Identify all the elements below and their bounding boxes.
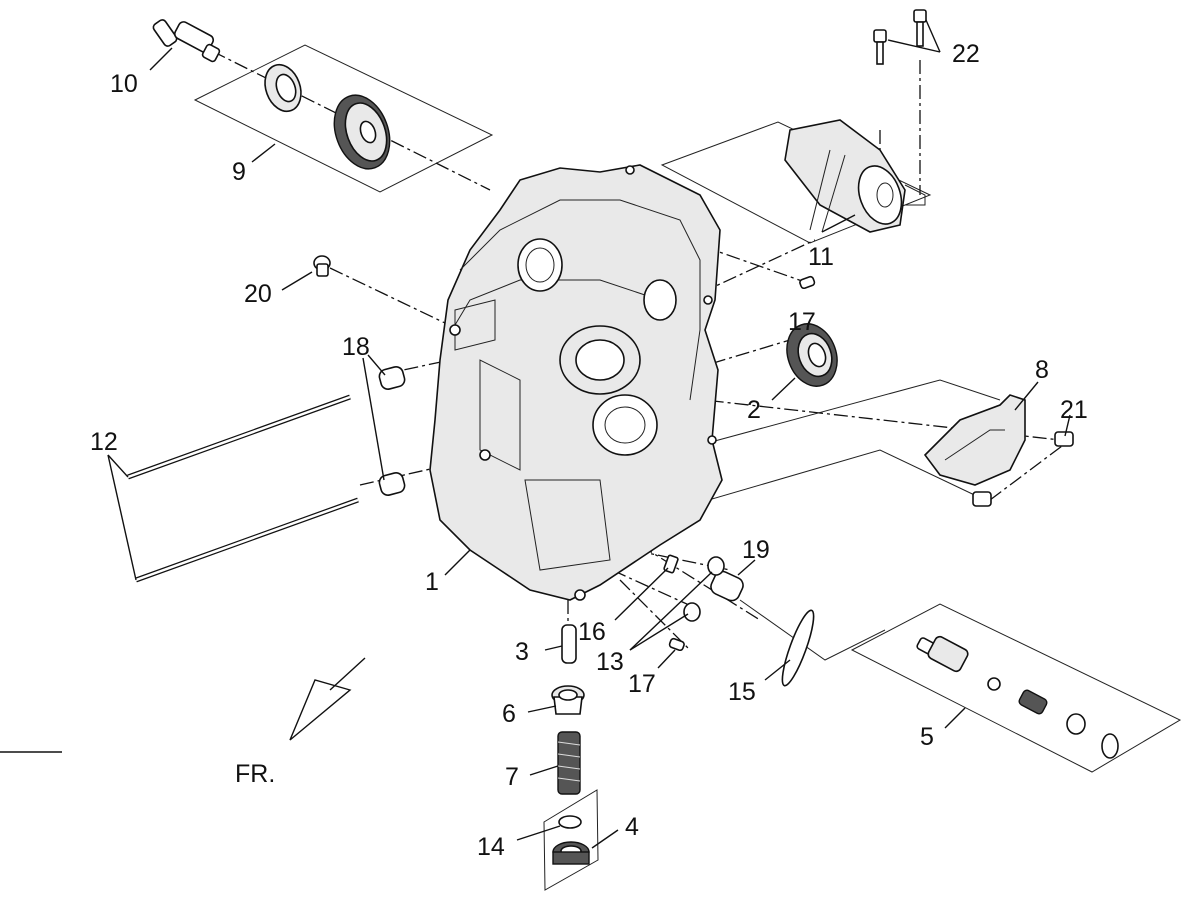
callout-7: 7 [505, 763, 519, 791]
part-11-starter-motor [784, 119, 926, 233]
callout-19: 19 [742, 536, 770, 564]
callout-18: 18 [342, 333, 370, 361]
callout-3: 3 [515, 638, 529, 666]
front-direction-arrow [289, 657, 366, 741]
part-20-plug [313, 255, 331, 277]
part-15-o-ring [781, 609, 815, 687]
callout-16: 16 [578, 618, 606, 646]
callout-21: 21 [1060, 396, 1088, 424]
callout-9: 9 [232, 158, 246, 186]
part-8-cover-plate [923, 394, 1026, 486]
part-3-pin [561, 624, 577, 664]
connector-21 [639, 449, 986, 521]
group-box-4 [543, 789, 599, 891]
callout-11: 11 [808, 243, 834, 271]
callout-12: 12 [90, 428, 118, 456]
callout-5: 5 [920, 723, 934, 751]
part-10-shaft [152, 19, 221, 63]
part-17-pin-upper [799, 275, 816, 290]
part-9-gears [264, 63, 391, 170]
callout-6: 6 [502, 700, 516, 728]
leader-lines [107, 19, 1071, 849]
callout-20: 20 [244, 280, 272, 308]
group-box-11 [660, 121, 932, 244]
part-7-spring [557, 731, 581, 795]
callout-2: 2 [747, 396, 761, 424]
part-4-plug [552, 841, 590, 865]
part-2-oil-seal [786, 323, 838, 387]
group-box-9 [193, 44, 494, 193]
callout-4: 4 [625, 813, 639, 841]
callout-10: 10 [110, 70, 138, 98]
callout-22: 22 [952, 40, 980, 68]
callout-17-upper: 17 [788, 308, 816, 336]
callout-8: 8 [1035, 356, 1049, 384]
part-12-studs [127, 394, 359, 583]
connector-5 [739, 599, 886, 661]
group-box-5 [850, 603, 1182, 773]
callout-1: 1 [425, 568, 439, 596]
part-18-dowels [378, 366, 406, 496]
part-6-cap [551, 685, 585, 715]
front-label: FR. [235, 760, 275, 788]
callout-17-lower: 17 [628, 670, 656, 698]
callout-labels: 1 2 3 4 5 6 7 8 9 10 11 12 13 14 15 16 1… [90, 40, 1088, 861]
part-19-dowel [710, 570, 744, 602]
callout-15: 15 [728, 678, 756, 706]
part-1-crankcase [429, 164, 723, 601]
part-5-valve-assembly [916, 635, 1119, 759]
callout-14: 14 [477, 833, 505, 861]
connector-8 [699, 379, 1001, 446]
part-22-bolts [873, 9, 927, 65]
part-21-bolts [972, 431, 1074, 507]
part-14-o-ring [558, 815, 582, 829]
part-13-16-17-pins [663, 554, 725, 652]
callout-13: 13 [596, 648, 624, 676]
